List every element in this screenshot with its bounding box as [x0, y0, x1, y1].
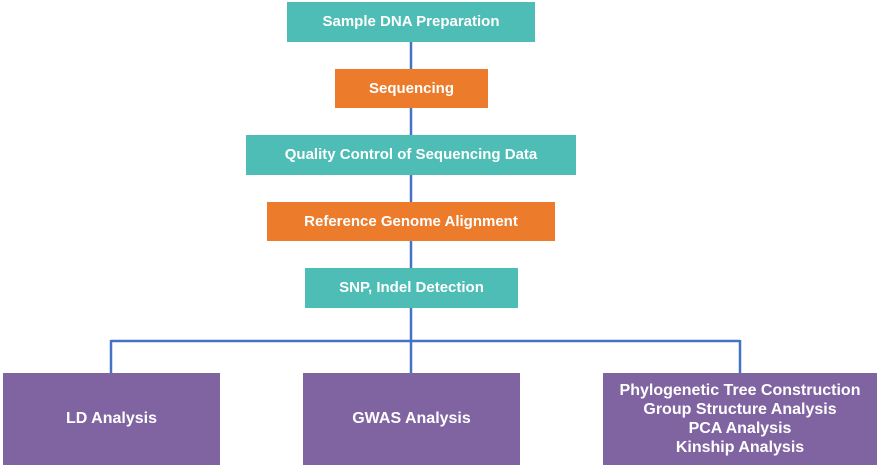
- step-label: Reference Genome Alignment: [304, 212, 518, 230]
- step-label: Quality Control of Sequencing Data: [284, 146, 538, 163]
- analysis-label-phylogenetic-tree: Phylogenetic Tree Construction: [619, 382, 861, 399]
- analysis-gwas: GWAS Analysis: [303, 373, 520, 465]
- analysis-label-pca: PCA Analysis: [688, 420, 792, 437]
- analysis-label-kinship: Kinship Analysis: [675, 439, 805, 456]
- step-label: Sequencing: [368, 79, 454, 97]
- step-quality-control: Quality Control of Sequencing Data: [246, 135, 576, 175]
- step-label: SNP, Indel Detection: [339, 279, 484, 296]
- step-sample-dna-preparation: Sample DNA Preparation: [287, 2, 535, 42]
- analysis-label: LD Analysis: [66, 410, 157, 428]
- analysis-label: GWAS Analysis: [352, 410, 471, 428]
- step-sequencing: Sequencing: [335, 69, 488, 108]
- step-snp-indel-detection: SNP, Indel Detection: [305, 268, 518, 308]
- step-reference-genome-alignment: Reference Genome Alignment: [267, 202, 555, 241]
- analysis-ld: LD Analysis: [3, 373, 220, 465]
- analysis-phylogenetic-group: Phylogenetic Tree Construction Group Str…: [603, 373, 877, 465]
- step-label: Sample DNA Preparation: [322, 13, 500, 30]
- analysis-label-group-structure: Group Structure Analysis: [643, 401, 837, 418]
